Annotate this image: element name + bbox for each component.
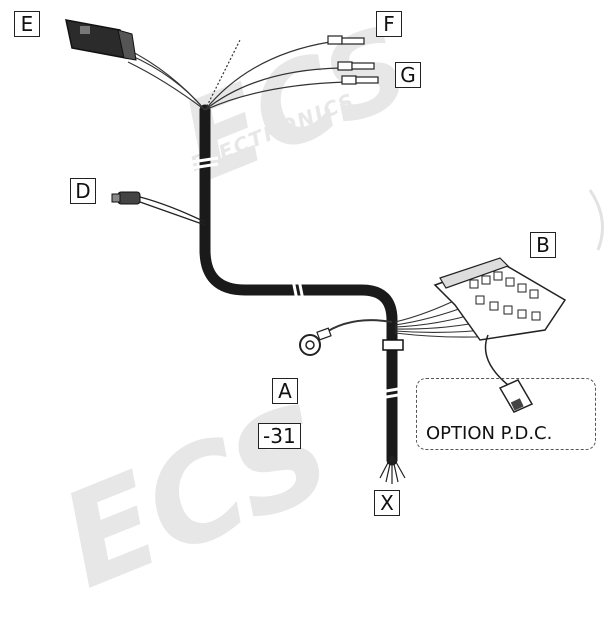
label-x: X <box>374 490 400 516</box>
branch-d-wires <box>139 196 206 226</box>
connector-e <box>65 19 137 61</box>
cable-clamp <box>382 339 404 351</box>
label-f: F <box>376 11 402 37</box>
harness-drawing <box>65 19 604 484</box>
label-g: G <box>395 62 421 88</box>
break-mark-upper <box>191 156 219 170</box>
main-cable <box>199 104 398 466</box>
terminal-g2 <box>341 75 379 85</box>
top-wire-bundle <box>124 39 346 111</box>
watermark-arc <box>588 189 604 251</box>
option-pdc-label: OPTION P.D.C. <box>426 423 553 444</box>
break-mark-lower <box>379 386 405 400</box>
label-d: D <box>70 178 96 204</box>
loose-wire-ends <box>379 454 406 484</box>
connector-b <box>433 257 567 341</box>
break-mark-horizontal <box>291 279 305 301</box>
pdc-wire <box>484 334 509 386</box>
label-minus-31: -31 <box>258 423 301 449</box>
pdc-connector <box>498 379 534 413</box>
terminal-g1 <box>337 61 375 71</box>
ring-terminal <box>299 319 393 356</box>
option-pdc-box <box>416 378 596 450</box>
label-b: B <box>530 232 556 258</box>
terminal-f <box>327 35 365 45</box>
connector-d <box>111 191 141 205</box>
label-e: E <box>14 11 40 37</box>
wiring-diagram: ECS ELECTRONICS ECS <box>14 1 604 618</box>
label-a: A <box>272 378 298 404</box>
